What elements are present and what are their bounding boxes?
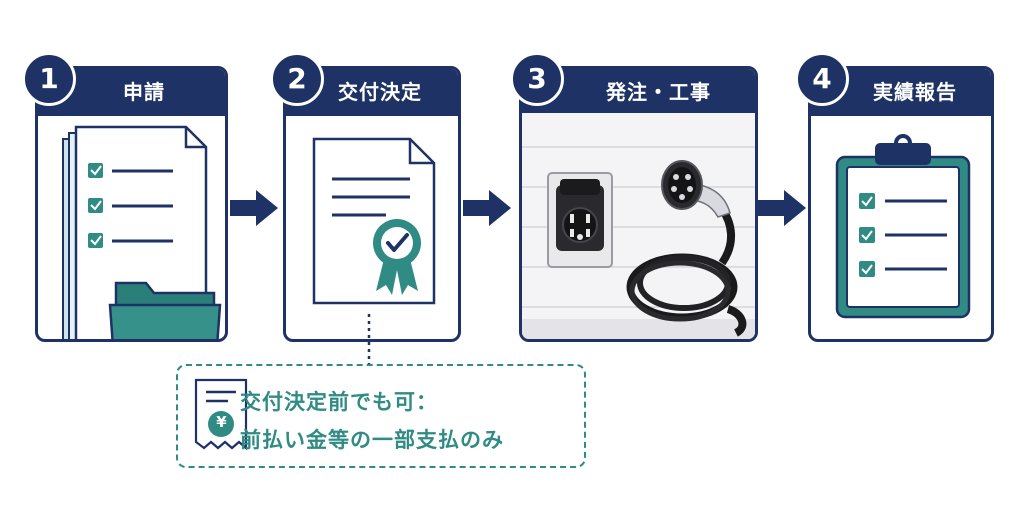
step-title-performance-report: 実績報告 xyxy=(873,80,957,104)
step-number-1: 1 xyxy=(22,52,76,106)
step-card-application: 申請 xyxy=(35,66,228,342)
ev-charger-outlet-illustration xyxy=(522,113,755,339)
document-folder-icon xyxy=(62,125,222,339)
step-number-4: 4 xyxy=(795,52,849,106)
arrow-right-icon xyxy=(758,190,806,226)
step-card-order-construction: 発注・工事 xyxy=(519,66,758,342)
receipt-yen-icon xyxy=(194,378,248,451)
step-title-order-construction: 発注・工事 xyxy=(606,80,711,104)
step-card-grant-decision: 交付決定 xyxy=(283,66,461,342)
advance-payment-note: ¥ xyxy=(176,364,586,468)
note-connector xyxy=(367,314,371,366)
step-number-3: 3 xyxy=(510,52,564,106)
note-line-2: 前払い金等の一部支払のみ xyxy=(240,428,504,452)
arrow-right-icon xyxy=(463,190,511,226)
step-card-performance-report: 実績報告 xyxy=(808,66,994,342)
step-title-application: 申請 xyxy=(123,80,165,104)
step-title-grant-decision: 交付決定 xyxy=(338,80,422,104)
certificate-document-icon xyxy=(312,137,436,305)
clipboard-checklist-icon xyxy=(835,134,971,319)
step-number-2: 2 xyxy=(270,52,324,106)
arrow-right-icon xyxy=(230,190,278,226)
yen-symbol: ¥ xyxy=(216,413,227,431)
note-line-1: 交付決定前でも可： xyxy=(240,390,438,414)
